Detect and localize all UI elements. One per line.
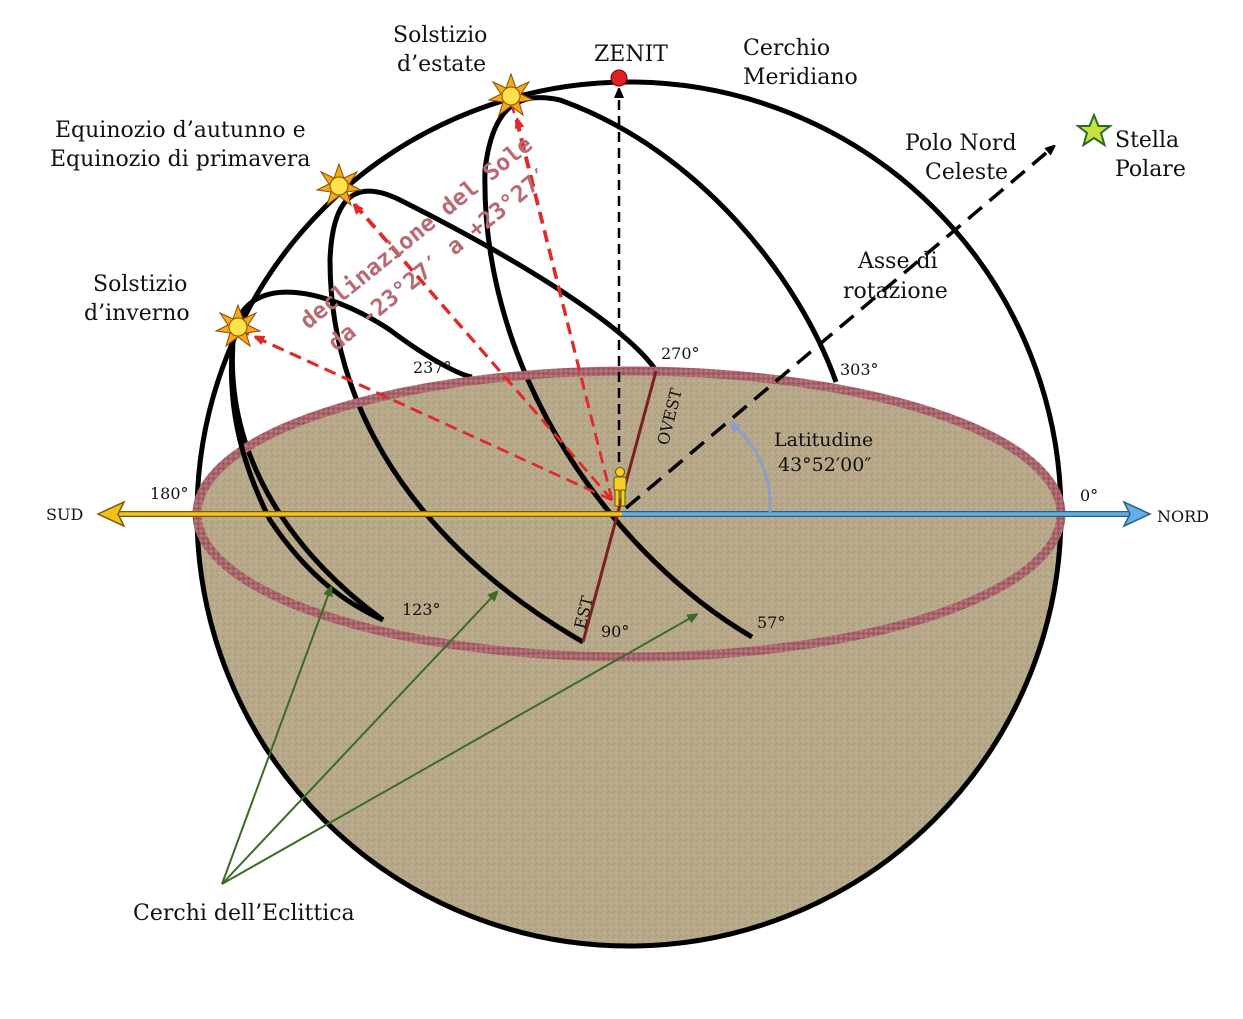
degree-123: 123°: [402, 600, 441, 619]
polaris-label-line1: Stella: [1115, 128, 1179, 153]
zenit-label: ZENIT: [594, 42, 668, 67]
latitude-arc: [728, 421, 772, 513]
sun-paths: [230, 95, 839, 645]
north-pole-label-line1: Polo Nord: [905, 131, 1017, 156]
zenith-dot: [610, 69, 628, 87]
winter-solstice-label-line1: Solstizio: [93, 272, 187, 297]
meridian-label-line2: Meridiano: [743, 65, 858, 90]
summer-solstice-label-line2: d’estate: [397, 52, 486, 77]
path-winter-solstice: [230, 289, 473, 623]
path-summer-solstice: [482, 95, 839, 640]
ray-equinox-2: [344, 191, 613, 501]
ecliptic-circles-label: Cerchi dell’Eclittica: [133, 901, 355, 926]
ray-summer-2: [510, 104, 614, 501]
degree-270: 270°: [661, 344, 700, 363]
north-arrowhead: [1122, 500, 1152, 528]
degree-303: 303°: [840, 360, 879, 379]
sun-equinox: [315, 162, 363, 207]
path-winter-front: [228, 329, 385, 623]
ecliptic-pointers: [221, 590, 694, 885]
sun-summer-solstice: [487, 72, 535, 117]
north-label: NORD: [1157, 507, 1209, 526]
degree-0: 0°: [1080, 486, 1098, 505]
declination-rays: [242, 104, 614, 502]
observer-figure: [613, 467, 627, 507]
path-equinox: [327, 188, 658, 645]
polaris-label-line2: Polare: [1115, 157, 1186, 182]
degree-237: 237°: [413, 358, 452, 377]
axis-label-line1: Asse di: [857, 249, 938, 274]
north-pole-label-line2: Celeste: [925, 160, 1008, 185]
degree-90: 90°: [601, 622, 629, 641]
degree-180: 180°: [150, 484, 189, 503]
south-label: SUD: [46, 505, 83, 524]
ray-winter-2: [242, 330, 613, 502]
meridian-label-line1: Cerchio: [743, 36, 830, 61]
summer-solstice-label-line1: Solstizio: [393, 23, 487, 48]
degree-57: 57°: [757, 613, 785, 632]
equinox-label-line1: Equinozio d’autunno e: [55, 118, 306, 143]
polaris-star-icon: [1075, 112, 1113, 148]
latitude-label-line2: 43°52′00″: [778, 454, 871, 476]
axis-label-line2: rotazione: [843, 279, 948, 304]
sun-winter-solstice: [214, 303, 262, 348]
winter-solstice-label-line2: d’inverno: [84, 301, 190, 326]
equinox-label-line2: Equinozio di primavera: [50, 147, 310, 172]
rotation-axis: [624, 148, 1052, 510]
latitude-label-line1: Latitudine: [774, 429, 873, 451]
south-arrowhead: [96, 500, 126, 528]
